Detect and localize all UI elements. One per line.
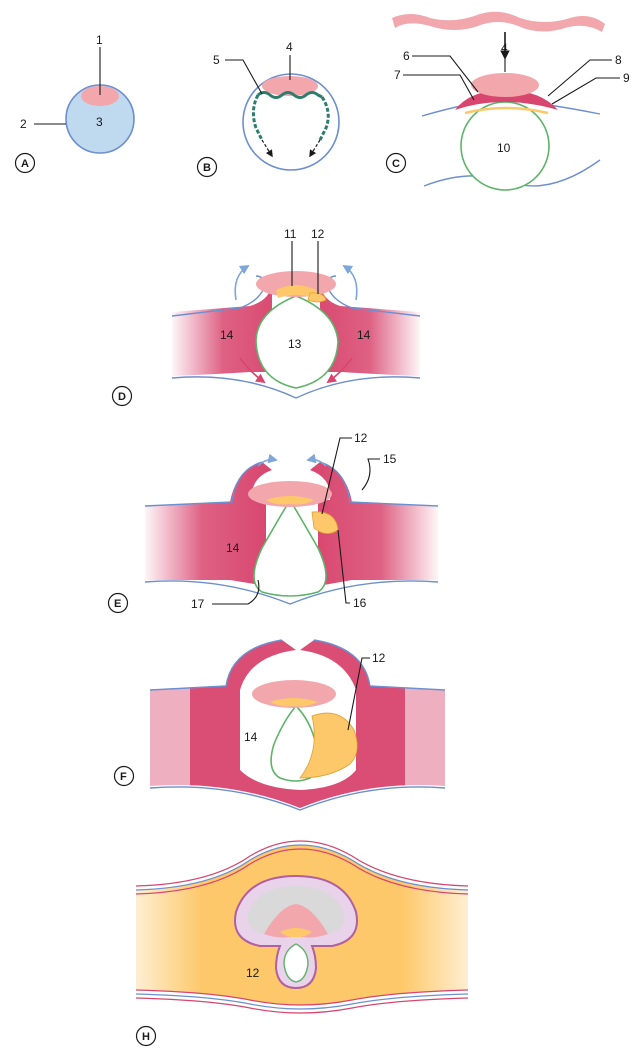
label-c-9: 9: [623, 71, 630, 85]
fade-f-left: [150, 680, 190, 800]
label-c-7: 7: [394, 68, 401, 82]
leader-line-15: [362, 459, 380, 490]
label-e-12: 12: [354, 431, 368, 445]
label-e-14: 14: [226, 541, 240, 555]
label-d-12: 12: [311, 227, 325, 241]
label-c-8: 8: [615, 53, 622, 67]
panel-c: 6 7 4 8 9 10 C: [387, 12, 631, 190]
panel-h: 12 H: [136, 841, 468, 1046]
label-b-4: 4: [286, 40, 293, 54]
label-h-12: 12: [246, 966, 260, 980]
leader-line-6: [412, 56, 478, 92]
panel-f-letter: F: [120, 771, 127, 783]
panel-a-letter: A: [21, 158, 29, 170]
label-a-1: 1: [96, 33, 103, 47]
label-c-4: 4: [501, 41, 508, 55]
endometrium-strip: [392, 12, 605, 32]
panel-b: 4 5 B: [198, 40, 340, 177]
label-b-5: 5: [213, 53, 220, 67]
label-e-17: 17: [191, 597, 205, 611]
panel-a: 1 2 3 A: [16, 33, 135, 173]
label-d-14-left: 14: [220, 328, 234, 342]
epiblast: [471, 73, 539, 97]
panel-c-letter: C: [392, 158, 400, 170]
panel-f: 12 14 F: [115, 640, 446, 810]
label-c-6: 6: [403, 49, 410, 63]
mesoderm-left: [145, 462, 272, 586]
label-a-2: 2: [20, 117, 27, 131]
leader-line-7: [403, 75, 474, 100]
panel-d: 11 12 13 14 14 D: [113, 227, 421, 406]
label-d-13: 13: [288, 337, 302, 351]
label-e-15: 15: [383, 452, 397, 466]
fold-arrow-right: [344, 266, 357, 300]
panel-e-letter: E: [114, 598, 121, 610]
label-d-14-right: 14: [357, 328, 371, 342]
panel-e: 12 15 14 16 17 E: [109, 431, 439, 613]
label-d-11: 11: [284, 227, 297, 241]
label-f-12: 12: [372, 651, 386, 665]
panel-d-letter: D: [118, 391, 126, 403]
label-c-10: 10: [497, 141, 511, 155]
fold-arrow-left: [235, 266, 248, 300]
leader-line-9: [552, 78, 620, 104]
panel-b-letter: B: [203, 162, 211, 174]
fade-f-right: [405, 680, 445, 800]
label-f-14: 14: [244, 730, 258, 744]
panel-h-letter: H: [142, 1031, 150, 1043]
label-a-3: 3: [96, 115, 103, 129]
label-e-16: 16: [353, 596, 367, 610]
